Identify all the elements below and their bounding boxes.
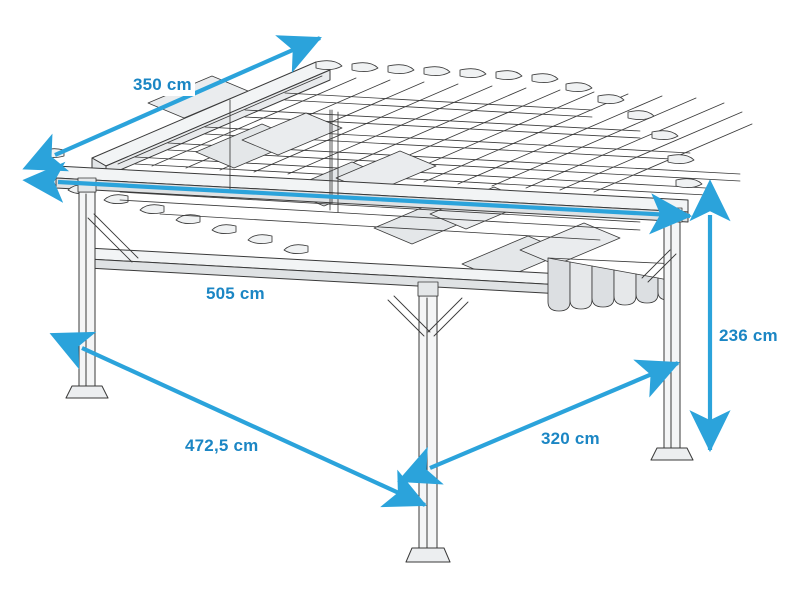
dimension-line-depth	[49, 331, 427, 508]
dimension-label-height: 236 cm	[716, 325, 781, 347]
dimension-line-length	[22, 161, 693, 235]
dimension-arrows	[22, 35, 731, 508]
dimension-label-length: 505 cm	[203, 283, 268, 305]
dimension-line-span	[397, 359, 680, 485]
dimension-label-width: 350 cm	[130, 74, 195, 96]
retractable-canopy-folds	[547, 257, 679, 312]
dimension-label-depth: 472,5 cm	[182, 435, 262, 457]
post-front-center	[405, 295, 451, 563]
pergola-structure	[39, 60, 753, 563]
dimension-line-width	[22, 35, 322, 172]
dimension-label-span: 320 cm	[538, 428, 603, 450]
post-back-left	[65, 191, 109, 399]
